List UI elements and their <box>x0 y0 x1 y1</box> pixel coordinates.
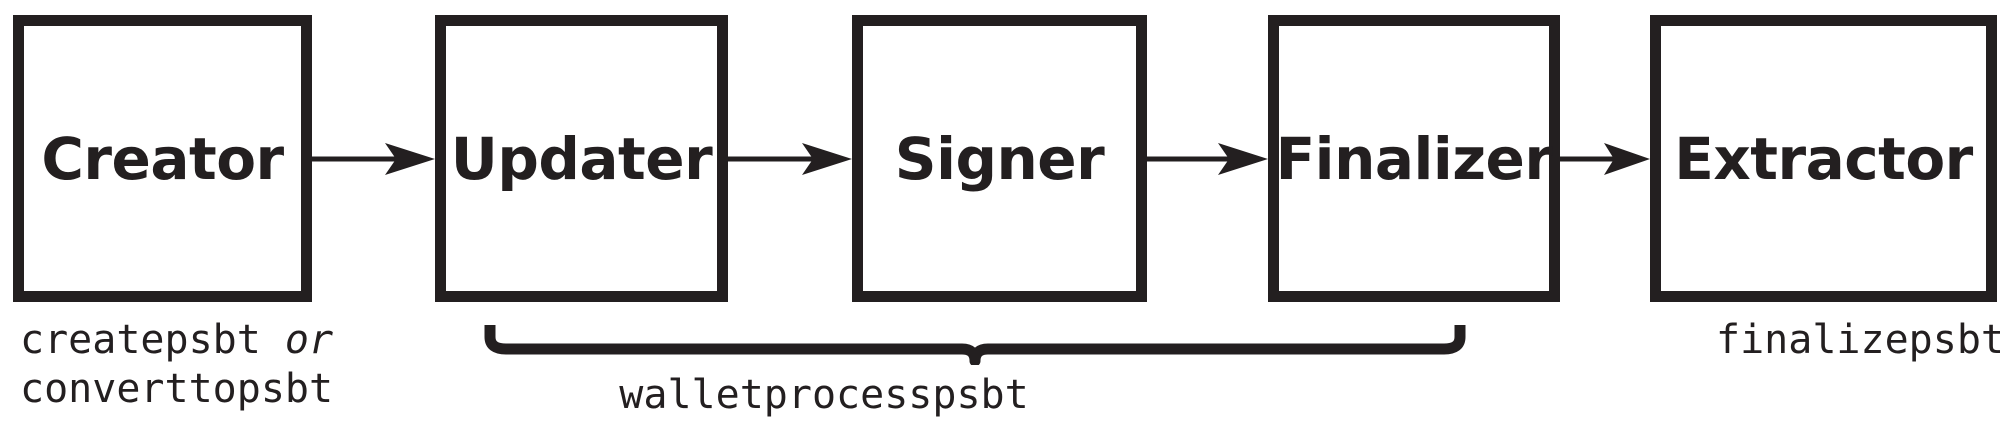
stage-label-finalizer: Finalizer <box>1275 124 1553 193</box>
annotation-or-keyword: or <box>284 317 334 363</box>
arrow-signer-to-finalizer <box>1147 139 1268 179</box>
stage-box-extractor: Extractor <box>1650 15 1997 302</box>
annotation-creator-rpc: createpsbt or converttopsbt <box>20 316 333 414</box>
brace-walletprocesspsbt <box>484 325 1466 365</box>
annotation-converttopsbt: converttopsbt <box>20 365 334 412</box>
annotation-createpsbt: createpsbt <box>20 317 261 363</box>
annotation-creator-rpc-line1: createpsbt or <box>20 316 333 365</box>
stage-label-updater: Updater <box>450 124 713 193</box>
stage-label-extractor: Extractor <box>1674 124 1973 193</box>
stage-box-finalizer: Finalizer <box>1268 15 1560 302</box>
arrow-updater-to-signer <box>728 139 852 179</box>
arrow-finalizer-to-extractor <box>1560 139 1650 179</box>
stage-box-creator: Creator <box>13 15 312 302</box>
stage-box-updater: Updater <box>435 15 728 302</box>
stage-box-signer: Signer <box>852 15 1147 302</box>
annotation-walletprocesspsbt: walletprocesspsbt <box>619 372 1029 418</box>
arrow-creator-to-updater <box>312 139 435 179</box>
stage-label-signer: Signer <box>894 124 1105 193</box>
stage-label-creator: Creator <box>41 124 284 193</box>
annotation-finalizepsbt: finalizepsbt <box>1716 317 2000 363</box>
